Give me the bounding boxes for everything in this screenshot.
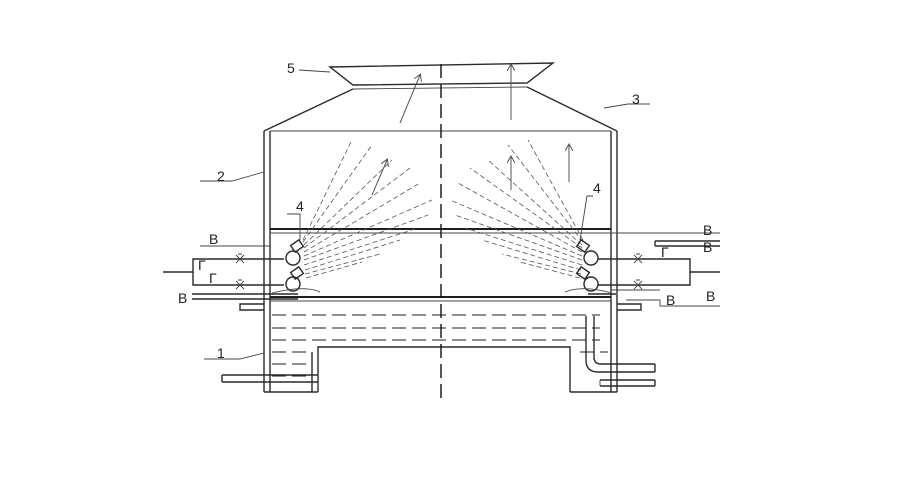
left-outlet-pipe [221, 374, 318, 383]
label-water-right-bottom-1: В [666, 292, 675, 308]
label-diffuser: 5 [287, 60, 295, 76]
label-gas-right: Г [661, 244, 669, 260]
label-gas-left-lower: Г [209, 270, 217, 286]
label-nozzle-right: 4 [593, 180, 601, 196]
airflow-arrows [371, 65, 569, 196]
spray-right [449, 139, 584, 279]
labels: 5 3 2 4 4 1 В Г Г В В В Г В В [178, 60, 715, 361]
chamber-walls [263, 131, 618, 392]
label-water-right-top-1: В [703, 222, 712, 238]
nozzle-assembly-right [564, 232, 720, 307]
label-roof: 3 [632, 91, 640, 107]
label-gas-left-upper: Г [198, 257, 206, 273]
label-chamber: 2 [217, 168, 225, 184]
basin-flanges [239, 303, 642, 311]
label-nozzle-left: 4 [296, 198, 304, 214]
nozzle-assembly-left [163, 238, 321, 300]
label-water-right-top-2: В [703, 239, 712, 255]
leader-lines [200, 69, 650, 360]
label-water-left-bottom: В [178, 290, 187, 306]
right-overflow-pipe [585, 316, 656, 387]
label-water-left-top: В [209, 231, 218, 247]
label-water-right-bottom-2: В [706, 288, 715, 304]
diffuser [328, 62, 556, 90]
water-basin [264, 314, 617, 393]
label-tower-body: 1 [217, 345, 225, 361]
spray-left [302, 139, 433, 279]
